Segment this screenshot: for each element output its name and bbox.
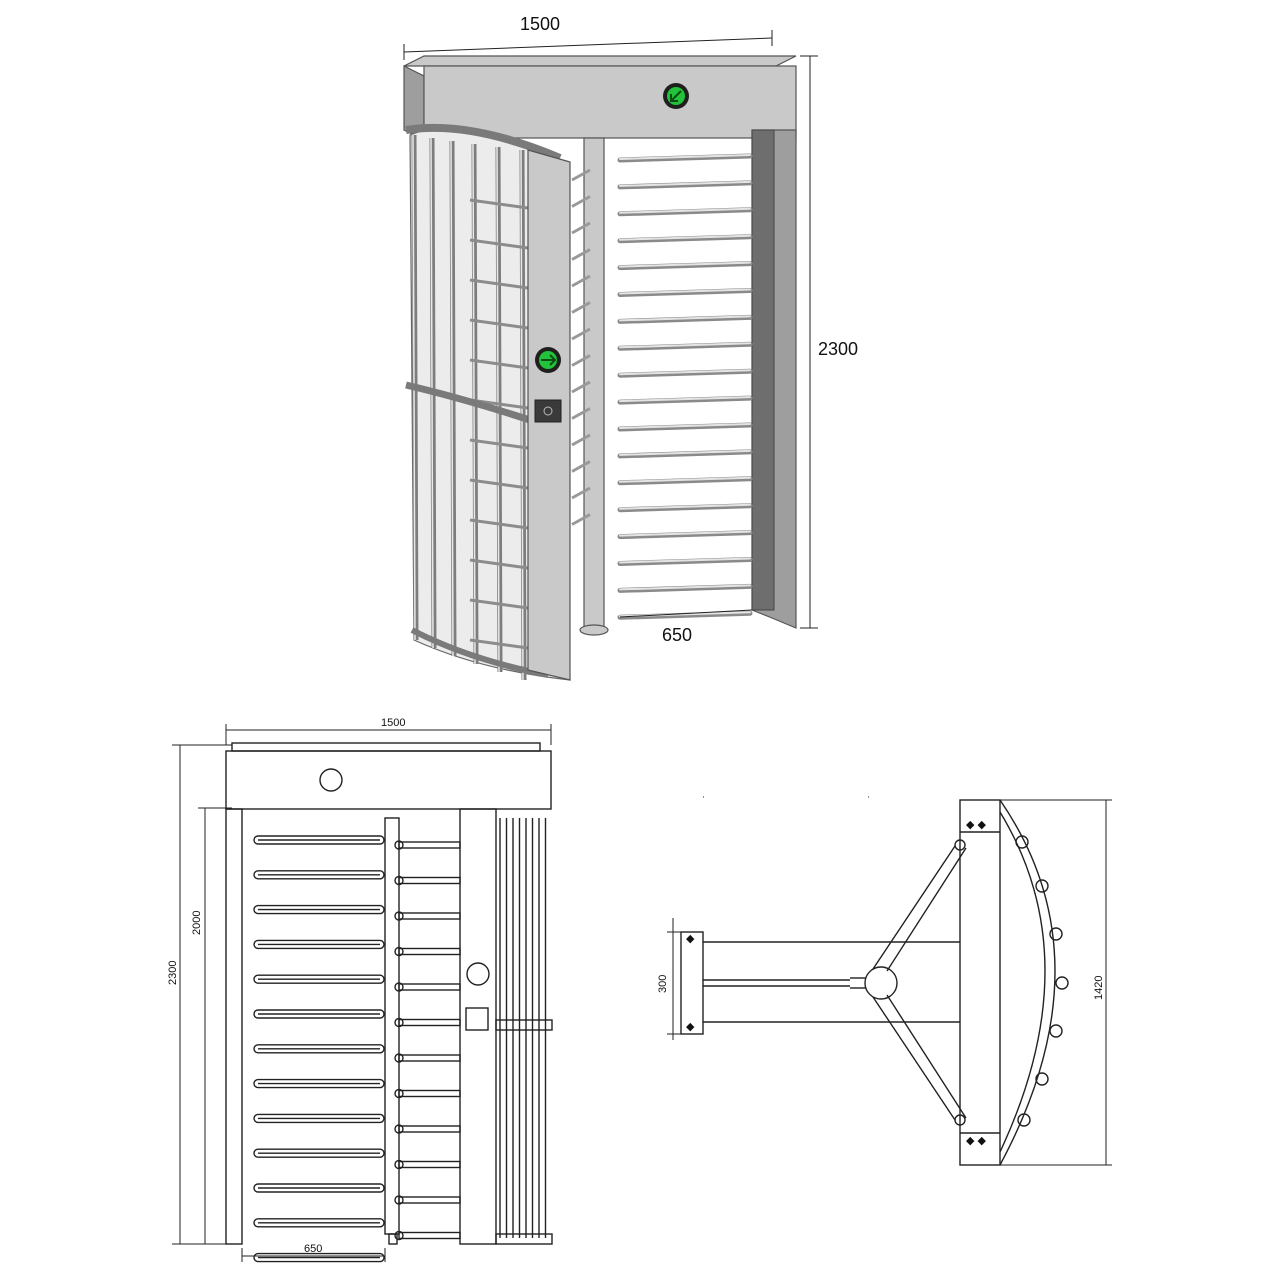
front-arm-label: 650 [304,1243,322,1255]
perspective-view: 1500 2300 [403,14,858,681]
persp-arm-label: 650 [662,625,692,645]
beam-top-face [403,55,797,67]
svg-text:◆ ◆: ◆ ◆ [966,1135,987,1147]
front-post-indicator [466,962,490,986]
svg-text:◆ ◆: ◆ ◆ [966,819,987,831]
top-depth-label: 1420 [1093,976,1105,1000]
top-beam [423,65,797,139]
front-beam [225,750,552,810]
top-base-label: 300 [657,975,669,993]
front-view: 1500 2300 2000 650 [167,717,553,1263]
top-cage-bars [1015,835,1069,1127]
front-height-total-label: 2300 [167,961,179,985]
front-rungs [394,840,461,1241]
card-reader-icon [534,399,562,423]
front-width-label: 1500 [381,717,405,729]
top-view: ◆ ◆ 300 ◆ ◆ ◆ ◆ 1420 [657,796,1112,1166]
top-frame [959,799,1001,1166]
front-height-inner-label: 2000 [191,911,203,935]
front-arms [253,835,385,1263]
svg-text:◆: ◆ [686,1021,695,1033]
top-hub [864,966,898,1000]
front-cage-bars [495,818,553,1245]
front-card-reader [465,1007,489,1031]
front-left-post [225,808,243,1245]
persp-width-label: 1500 [520,14,560,34]
front-beam-cap [231,742,541,752]
top-base-bracket [680,931,704,1035]
persp-height-label: 2300 [818,339,858,359]
front-indicator [319,768,343,792]
rotor-arms [571,153,753,620]
svg-text:◆: ◆ [686,933,695,945]
top-cage-curve [999,799,1056,1166]
